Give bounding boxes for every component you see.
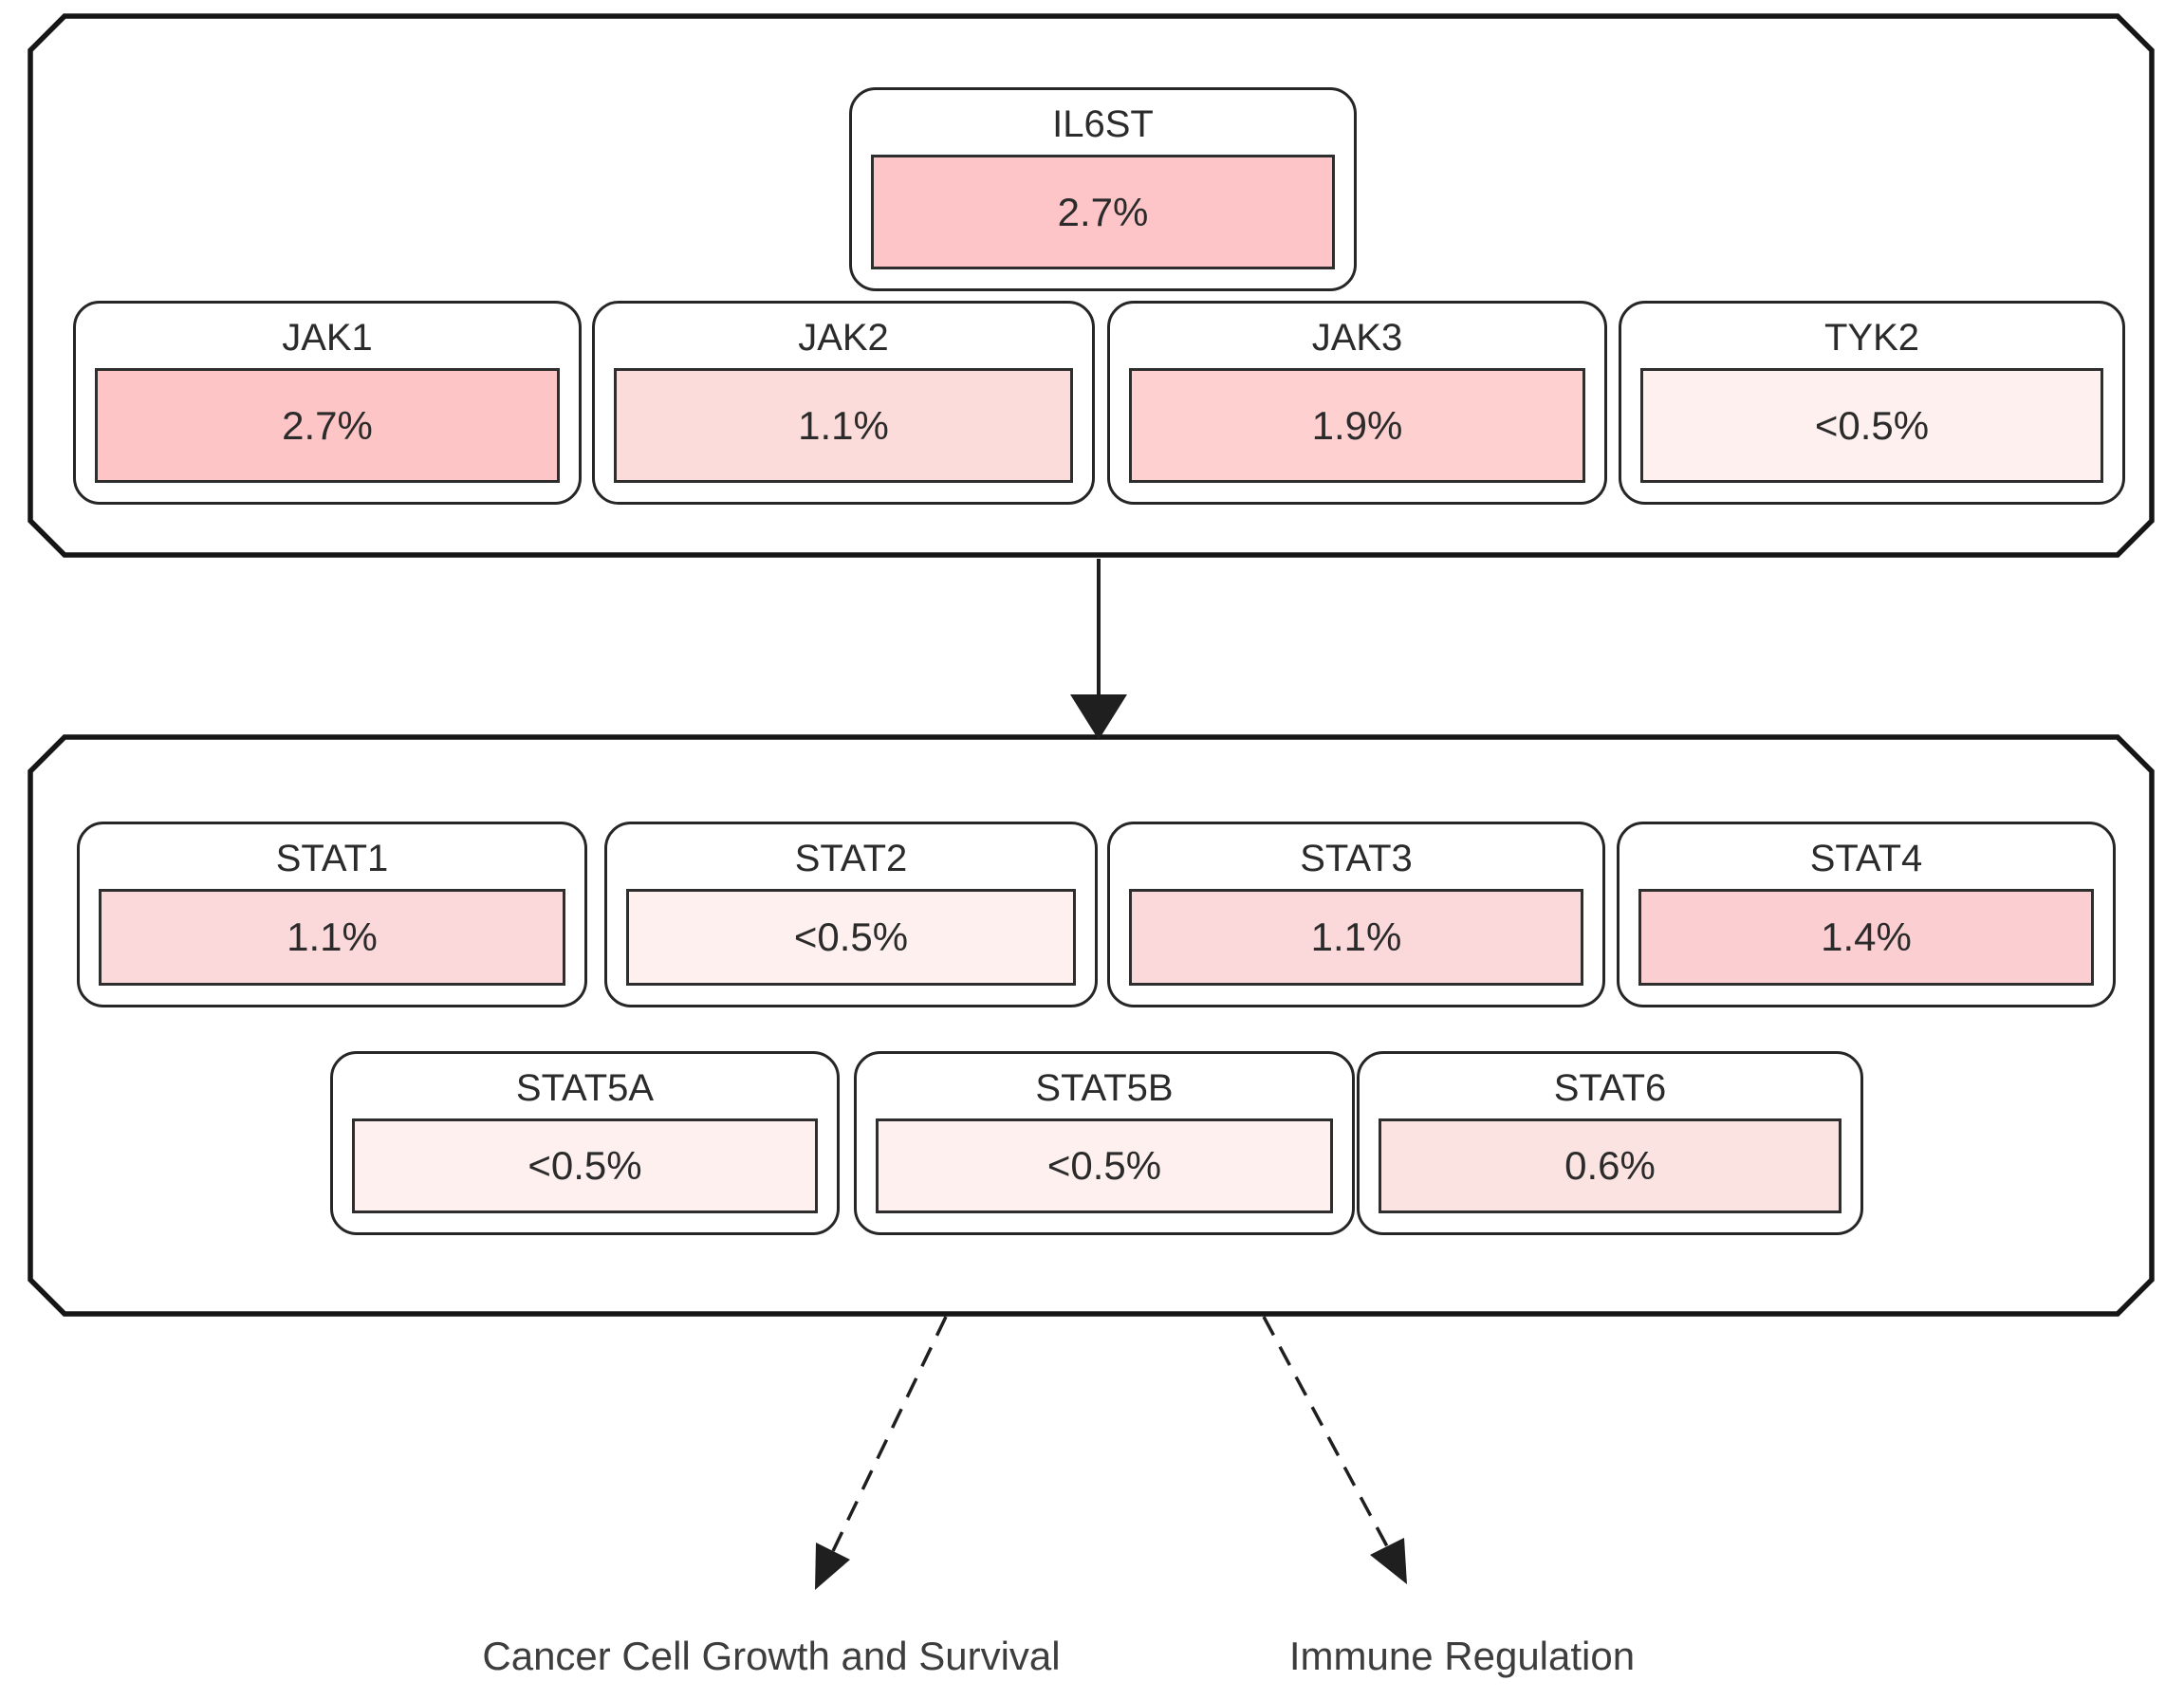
stat-to-growth-arrow-line: [831, 1316, 948, 1552]
frequency-bar: 1.9%: [1129, 368, 1585, 483]
gene-label: JAK3: [1311, 317, 1403, 359]
outcome-label-immune-regulation: Immune Regulation: [1288, 1634, 1636, 1678]
gene-label: TYK2: [1823, 317, 1920, 359]
frequency-value: 1.1%: [1310, 915, 1402, 959]
gene-label: IL6ST: [1052, 103, 1154, 145]
gene-label: STAT2: [794, 838, 908, 879]
frequency-value: 1.9%: [1311, 402, 1403, 448]
node-jak1: JAK1 2.7%: [73, 301, 582, 505]
stat-to-immune-arrow-line: [1262, 1316, 1389, 1547]
frequency-bar: 0.6%: [1379, 1118, 1842, 1213]
node-tyk2: TYK2 <0.5%: [1619, 301, 2125, 505]
gene-label: STAT6: [1553, 1067, 1667, 1109]
frequency-bar: <0.5%: [876, 1118, 1333, 1213]
node-jak3: JAK3 1.9%: [1107, 301, 1607, 505]
node-stat6: STAT6 0.6%: [1357, 1051, 1863, 1235]
stat-to-immune-arrowhead: [1370, 1538, 1407, 1584]
gene-label: STAT5B: [1035, 1067, 1174, 1109]
gene-label: STAT1: [275, 838, 389, 879]
node-stat3: STAT3 1.1%: [1107, 822, 1605, 1007]
frequency-bar: 2.7%: [95, 368, 560, 483]
frequency-bar: 1.1%: [1129, 889, 1583, 986]
frequency-value: 0.6%: [1564, 1143, 1656, 1188]
receptor-to-stat-arrowhead: [1070, 694, 1127, 740]
frequency-bar: 2.7%: [871, 155, 1335, 269]
frequency-bar: <0.5%: [352, 1118, 818, 1213]
frequency-bar: 1.4%: [1638, 889, 2094, 986]
frequency-value: 2.7%: [282, 402, 373, 448]
gene-label: JAK2: [798, 317, 889, 359]
node-il6st: IL6ST 2.7%: [849, 87, 1357, 291]
node-jak2: JAK2 1.1%: [592, 301, 1095, 505]
frequency-value: 1.1%: [798, 402, 889, 448]
frequency-value: <0.5%: [527, 1143, 642, 1188]
node-stat1: STAT1 1.1%: [77, 822, 587, 1007]
gene-label: JAK1: [282, 317, 373, 359]
frequency-bar: 1.1%: [614, 368, 1073, 483]
stat-to-growth-arrowhead: [815, 1543, 850, 1590]
frequency-value: 2.7%: [1057, 189, 1149, 234]
gene-label: STAT4: [1809, 838, 1923, 879]
frequency-value: <0.5%: [793, 915, 909, 959]
frequency-bar: <0.5%: [1640, 368, 2103, 483]
node-stat4: STAT4 1.4%: [1617, 822, 2116, 1007]
frequency-bar: <0.5%: [626, 889, 1076, 986]
frequency-bar: 1.1%: [99, 889, 565, 986]
gene-label: STAT5A: [515, 1067, 655, 1109]
outcome-label-cancer-growth: Cancer Cell Growth and Survival: [482, 1634, 1061, 1678]
node-stat5a: STAT5A <0.5%: [330, 1051, 840, 1235]
frequency-value: 1.4%: [1821, 915, 1912, 959]
frequency-value: <0.5%: [1814, 402, 1930, 448]
node-stat5b: STAT5B <0.5%: [854, 1051, 1355, 1235]
node-stat2: STAT2 <0.5%: [604, 822, 1098, 1007]
gene-label: STAT3: [1300, 838, 1413, 879]
frequency-value: <0.5%: [1046, 1143, 1162, 1188]
frequency-value: 1.1%: [287, 915, 378, 959]
